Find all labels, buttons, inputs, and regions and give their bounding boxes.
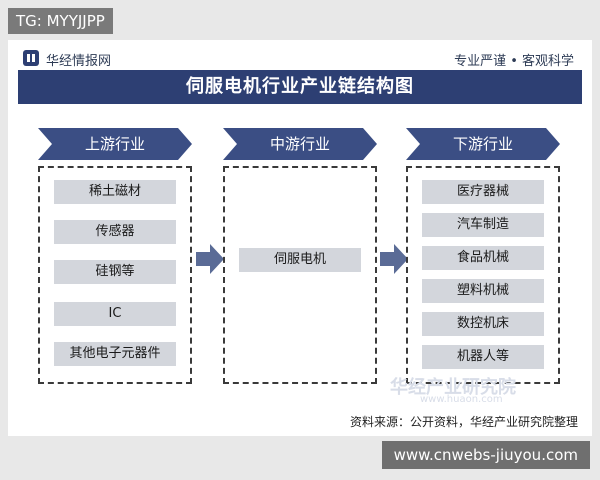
top-watermark-tag: TG: MYYJJPP [8, 8, 113, 34]
upstream-header: 上游行业 [38, 128, 192, 160]
downstream-header: 下游行业 [406, 128, 560, 160]
upstream-item: 稀土磁材 [54, 180, 176, 204]
upstream-item: 硅钢等 [54, 260, 176, 284]
watermark-name: 华经产业研究院 [390, 377, 516, 398]
downstream-group: 医疗器械 汽车制造 食品机械 塑料机械 数控机床 机器人等 [406, 166, 560, 384]
midstream-header: 中游行业 [223, 128, 377, 160]
midstream-group: 伺服电机 [223, 166, 377, 384]
brand-logo-icon [23, 50, 39, 66]
brand-name: 华经情报网 [46, 54, 112, 69]
infographic-card: 华经情报网 专业严谨 • 客观科学 伺服电机行业产业链结构图 上游行业 中游行业… [8, 40, 592, 436]
arrow-right-icon [196, 244, 224, 274]
downstream-item: 汽车制造 [422, 213, 544, 237]
downstream-item: 食品机械 [422, 246, 544, 270]
page-title: 伺服电机行业产业链结构图 [18, 70, 582, 104]
downstream-item: 医疗器械 [422, 180, 544, 204]
watermark-url: www.huaon.com [420, 394, 503, 405]
arrow-right-icon [380, 244, 408, 274]
downstream-item: 机器人等 [422, 345, 544, 369]
upstream-item: 其他电子元器件 [54, 342, 176, 366]
upstream-group: 稀土磁材 传感器 硅钢等 IC 其他电子元器件 [38, 166, 192, 384]
downstream-item: 塑料机械 [422, 279, 544, 303]
upstream-item: 传感器 [54, 220, 176, 244]
slogan: 专业严谨 • 客观科学 [454, 54, 574, 69]
bottom-watermark-tag: www.cnwebs-jiuyou.com [381, 441, 590, 469]
midstream-item: 伺服电机 [239, 248, 361, 272]
upstream-item: IC [54, 302, 176, 326]
source-note: 资料来源：公开资料，华经产业研究院整理 [349, 415, 578, 429]
downstream-item: 数控机床 [422, 312, 544, 336]
